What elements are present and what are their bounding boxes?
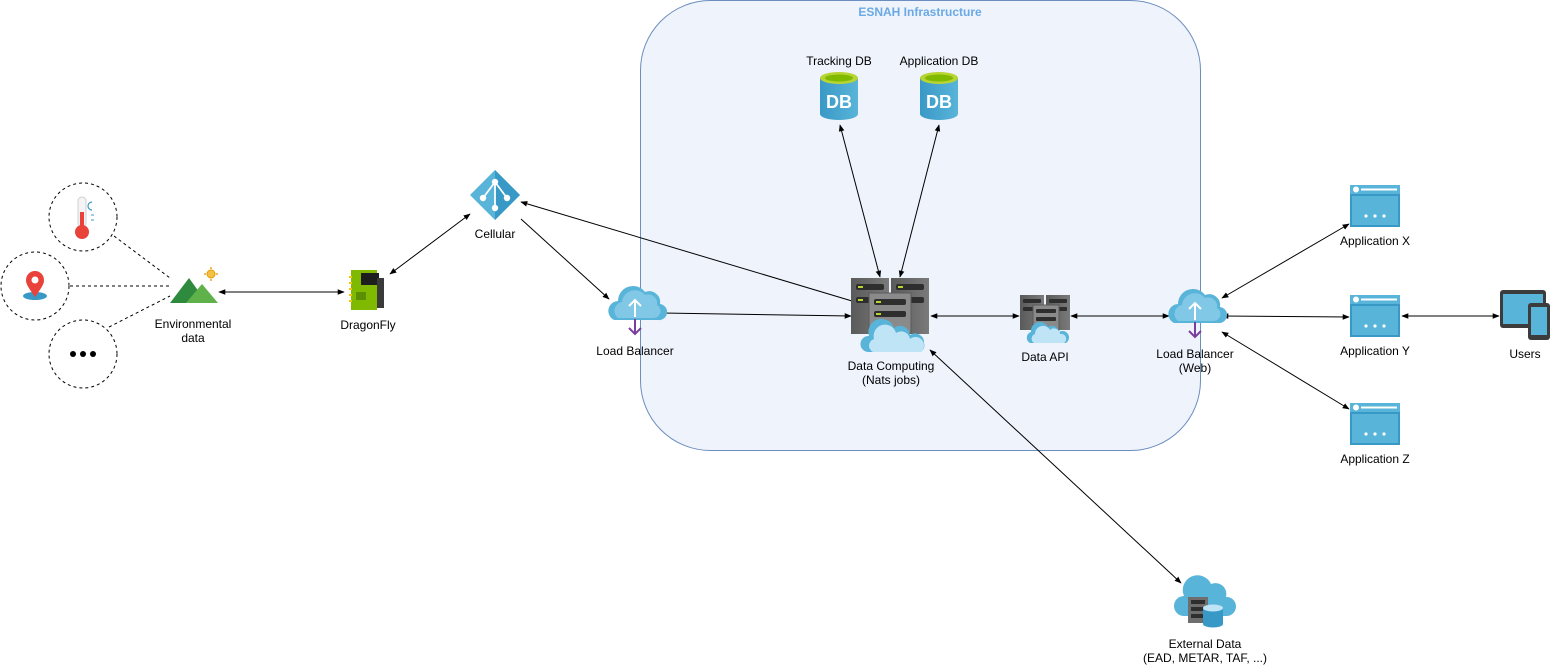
- edge-computing-cellular: [520, 201, 853, 302]
- load-balancer-node[interactable]: [608, 285, 668, 336]
- environmental-data-node[interactable]: [170, 267, 218, 303]
- server-cloud-icon: [851, 278, 929, 352]
- temperature-sensor[interactable]: [48, 182, 118, 252]
- browser-window-icon: [1350, 185, 1400, 227]
- edge-lb1-computing: [661, 312, 852, 319]
- cloud-storage-icon: [1174, 575, 1237, 628]
- db-glyph: DB: [826, 92, 852, 112]
- cellular-node[interactable]: [470, 170, 520, 220]
- data-computing-node[interactable]: [851, 278, 929, 352]
- application-x-label: Application X: [1339, 234, 1411, 248]
- data-api-node[interactable]: [1020, 295, 1070, 343]
- external-data-node[interactable]: [1174, 575, 1237, 628]
- data-computing-label: Data Computing (Nats jobs): [847, 359, 935, 387]
- application-y-node[interactable]: [1350, 295, 1400, 337]
- edge-cellular-lb1: [520, 218, 610, 300]
- environmental-data-label: Environmental data: [154, 317, 232, 345]
- edge-computing-applicationdb: [898, 124, 941, 278]
- cloud-load-balancer-icon: [608, 285, 668, 336]
- application-z-node[interactable]: [1350, 403, 1400, 445]
- edge-lbweb-appx: [1221, 223, 1350, 299]
- dragonfly-node[interactable]: [349, 270, 384, 310]
- application-x-node[interactable]: [1350, 185, 1400, 227]
- application-y-label: Application Y: [1340, 344, 1410, 358]
- cloud-load-balancer-icon: [1168, 289, 1228, 339]
- load-balancer-web-node[interactable]: [1168, 289, 1228, 339]
- edge-temperature-environmental: [113, 235, 171, 279]
- load-balancer-label: Load Balancer: [596, 344, 674, 358]
- devices-icon: [1500, 290, 1550, 340]
- landscape-icon: [170, 267, 218, 303]
- load-balancer-web-label: Load Balancer (Web): [1156, 347, 1234, 375]
- location-sensor[interactable]: [0, 251, 70, 321]
- external-data-label: External Data (EAD, METAR, TAF, ...): [1142, 637, 1268, 665]
- network-hub-icon: [470, 170, 520, 220]
- users-node[interactable]: [1500, 290, 1550, 340]
- data-api-label: Data API: [1021, 350, 1069, 364]
- circuit-board-icon: [349, 270, 384, 310]
- tracking-db-label: Tracking DB: [806, 54, 872, 68]
- users-label: Users: [1509, 347, 1541, 361]
- browser-window-icon: [1350, 295, 1400, 337]
- database-icon: DB: [820, 72, 858, 120]
- cellular-label: Cellular: [474, 227, 516, 241]
- ellipsis-icon: [70, 351, 96, 357]
- edge-dragonfly-cellular: [389, 213, 471, 275]
- more-sensors[interactable]: [48, 319, 118, 389]
- edge-computing-external: [929, 349, 1182, 584]
- thermometer-icon: [75, 196, 94, 239]
- server-cloud-icon: [1020, 295, 1070, 343]
- tracking-db-node[interactable]: DB: [820, 72, 858, 120]
- edge-computing-trackingdb: [838, 124, 882, 278]
- edge-lbweb-appy: [1221, 313, 1350, 320]
- database-icon: DB: [920, 72, 958, 120]
- edge-lbweb-appz: [1221, 331, 1350, 410]
- dragonfly-label: DragonFly: [340, 318, 396, 332]
- db-glyph: DB: [926, 92, 952, 112]
- map-pin-icon: [23, 271, 47, 300]
- infrastructure-title: ESNAH Infrastructure: [858, 5, 982, 19]
- connectors: [70, 124, 1500, 584]
- application-db-label: Application DB: [899, 54, 979, 68]
- application-z-label: Application Z: [1340, 452, 1410, 466]
- application-db-node[interactable]: DB: [920, 72, 958, 120]
- browser-window-icon: [1350, 403, 1400, 445]
